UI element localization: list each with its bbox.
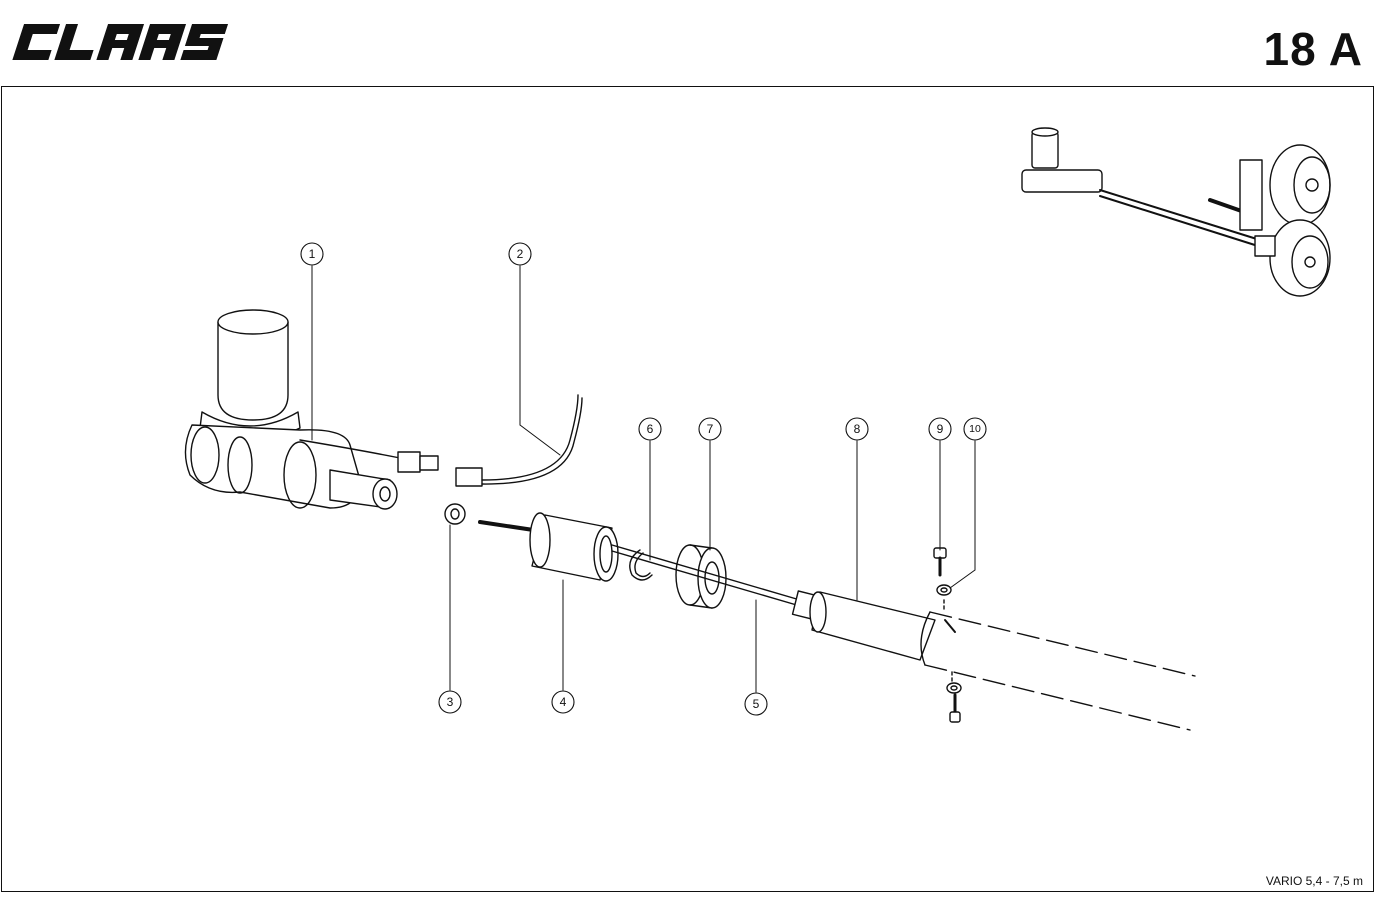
callout-1[interactable]: 1 xyxy=(309,247,316,261)
part-8-tube xyxy=(791,590,1196,731)
part-3-nut xyxy=(444,503,466,525)
part-4-sleeve xyxy=(529,512,619,582)
part-10-washer xyxy=(936,584,962,694)
part-6-circlip xyxy=(629,549,653,581)
claas-logo xyxy=(12,24,229,60)
part-2-cable-harness xyxy=(455,394,583,487)
callout-7[interactable]: 7 xyxy=(707,422,714,436)
part-9-screw xyxy=(933,547,961,723)
callout-9[interactable]: 9 xyxy=(937,422,944,436)
overview-inset xyxy=(1021,127,1331,297)
callout-3[interactable]: 3 xyxy=(447,695,454,709)
drawing-frame xyxy=(1,86,1374,892)
callout-10[interactable]: 10 xyxy=(969,423,981,435)
page-number: 18 A xyxy=(1263,23,1363,75)
callout-2[interactable]: 2 xyxy=(517,247,524,261)
callout-circles xyxy=(300,242,987,716)
part-1-motor-actuator xyxy=(184,309,439,510)
part-5-shaft xyxy=(611,544,801,607)
leader-lines xyxy=(311,265,976,693)
callout-4[interactable]: 4 xyxy=(560,695,567,709)
part-7-bearing xyxy=(675,544,727,609)
callout-5[interactable]: 5 xyxy=(753,697,760,711)
callout-6[interactable]: 6 xyxy=(647,422,654,436)
callout-8[interactable]: 8 xyxy=(854,422,861,436)
model-range-label: VARIO 5,4 - 7,5 m xyxy=(1265,874,1363,888)
